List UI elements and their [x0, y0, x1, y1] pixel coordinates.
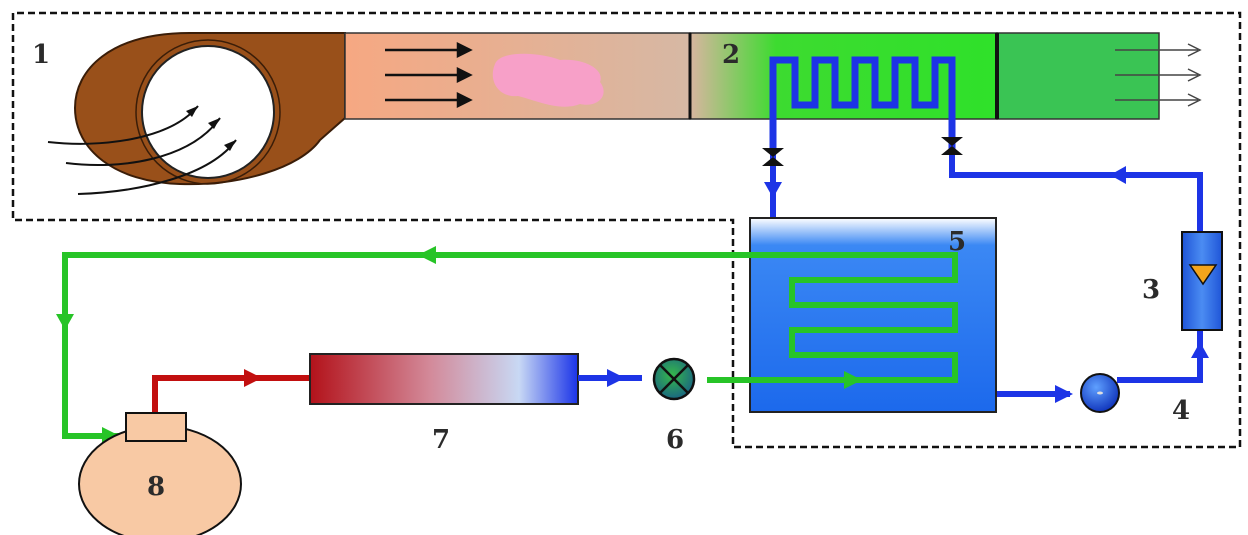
- compressor: [78, 412, 242, 535]
- cooling-coil: [769, 56, 956, 150]
- water-pump: [1080, 373, 1120, 413]
- pink-cloud: [492, 53, 604, 107]
- condenser-label: 7: [432, 425, 450, 455]
- compressor-label: 8: [147, 472, 165, 502]
- dashed-boundary: [11, 11, 1242, 449]
- liquid-line: [578, 369, 642, 387]
- expansion-valve: [652, 357, 696, 401]
- air-duct: [344, 32, 1202, 120]
- pump-label: 4: [1172, 396, 1190, 426]
- water-flow-arrows: [764, 166, 1209, 403]
- refrigerant-loop: [62, 252, 958, 439]
- coil-label: 2: [722, 40, 740, 70]
- discharge-line: [152, 369, 310, 415]
- flowmeter-label: 3: [1142, 275, 1160, 305]
- water-valve-right: [941, 137, 963, 155]
- fan-blower: [47, 32, 346, 195]
- tank-label: 5: [948, 227, 966, 257]
- fan-label: 1: [32, 40, 50, 70]
- water-valve-left: [762, 148, 784, 166]
- condenser: [309, 353, 579, 405]
- expansion-valve-label: 6: [666, 425, 684, 455]
- flowmeter: [1181, 231, 1223, 331]
